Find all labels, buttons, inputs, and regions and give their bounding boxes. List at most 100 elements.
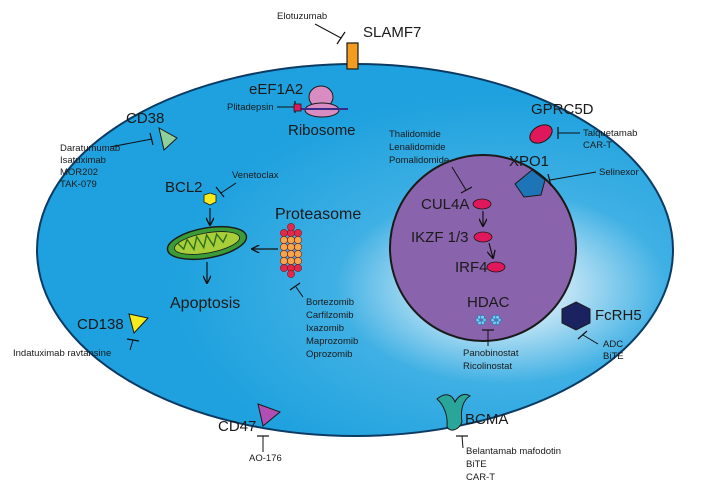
proteasome-subunit <box>287 250 295 258</box>
slamf7-target: SLAMF7 Elotuzumab <box>277 11 421 70</box>
imid-inhibition-line <box>451 166 467 191</box>
bcma-drug-1: Belantamab mafodotin <box>466 446 561 457</box>
proteasome-drug-5: Oprozomib <box>306 349 352 360</box>
hdac-drug-1: Panobinostat <box>463 348 519 359</box>
cd38-receptor <box>158 127 178 151</box>
gprc5d-target: GPRC5D Talquetamab CAR-T <box>529 101 637 151</box>
bcl2-group: BCL2 Venetoclax <box>165 170 279 225</box>
proteasome-drug-1: Bortezomib <box>306 297 354 308</box>
proteasome-inhibition-bar <box>289 282 301 291</box>
hdac-molecule-part <box>480 314 485 320</box>
proteasome-drug-4: Maprozomib <box>306 336 358 347</box>
mitochondrion-inner <box>174 231 240 255</box>
proteasome-cap <box>287 270 295 278</box>
ribosome-label: Ribosome <box>288 122 356 139</box>
proteasome-subunit <box>294 250 302 258</box>
bcl2-protein <box>203 192 217 206</box>
gprc5d-drug-2: CAR-T <box>583 140 612 151</box>
ikzf-label: IKZF 1/3 <box>411 229 469 246</box>
gprc5d-drug-1: Talquetamab <box>583 128 637 139</box>
cul4a-label: CUL4A <box>421 196 469 213</box>
fcrh5-label: FcRH5 <box>595 307 642 324</box>
imid-drug-2: Lenalidomide <box>389 142 446 153</box>
xpo1-drug: Selinexor <box>599 167 639 178</box>
cd38-drug-1: Daratumumab <box>60 143 120 154</box>
fcrh5-inhibition-line <box>582 334 599 345</box>
hdac-drug-2: Ricolinostat <box>463 361 512 372</box>
imid-inhibition-bar <box>460 186 473 194</box>
fcrh5-drug-1: ADC <box>603 339 623 350</box>
proteasome-subunit <box>280 243 288 251</box>
slamf7-receptor <box>346 42 359 70</box>
imid-pathway: Thalidomide Lenalidomide Pomalidomide CU… <box>389 129 506 276</box>
slamf7-inhibition-line <box>314 23 342 39</box>
proteasome-subunit <box>294 257 302 265</box>
xpo1-inhibition-line <box>549 171 597 181</box>
nucleus <box>389 154 577 342</box>
xpo1-target: XPO1 Selinexor <box>509 153 639 198</box>
eef1a2-label: eEF1A2 <box>249 81 303 98</box>
proteasome-subunit <box>294 229 302 237</box>
cd38-inhibition-bar <box>149 132 154 146</box>
fcrh5-inhibition-bar <box>577 330 588 340</box>
cd38-drug-3: MOR202 <box>60 167 98 178</box>
cd138-target: CD138 Indatuximab ravtansine <box>13 313 149 359</box>
cd38-target: CD38 Daratumumab Isatuximab MOR202 TAK-0… <box>60 110 178 190</box>
gprc5d-label: GPRC5D <box>531 101 594 118</box>
cd47-target: CD47 AO-176 <box>218 403 282 464</box>
cd138-label: CD138 <box>77 316 124 333</box>
fcrh5-drug-2: BiTE <box>603 351 624 362</box>
bcl2-label: BCL2 <box>165 179 203 196</box>
proteasome-subunit <box>280 264 288 272</box>
xpo1-inhibition-bar <box>547 173 552 187</box>
fcrh5-receptor <box>561 301 591 331</box>
mitochondrion-cristae <box>177 232 228 252</box>
venetoclax-label: Venetoclax <box>232 170 279 181</box>
bcma-label: BCMA <box>465 411 508 428</box>
proteasome-cap <box>287 223 295 231</box>
slamf7-label: SLAMF7 <box>363 24 421 41</box>
ribosome-group: eEF1A2 Plitadepsin Ribosome <box>227 81 356 139</box>
slamf7-drug: Elotuzumab <box>277 11 327 22</box>
imid-drug-3: Pomalidomide <box>389 155 449 166</box>
proteasome-label: Proteasome <box>275 206 361 223</box>
proteasome-drug-2: Carfilzomib <box>306 310 354 321</box>
proteasome-subunit <box>280 229 288 237</box>
proteasome-subunit <box>294 236 302 244</box>
cd38-drug-4: TAK-079 <box>60 179 97 190</box>
irf4-label: IRF4 <box>455 259 488 276</box>
cd38-label: CD38 <box>126 110 164 127</box>
cd47-receptor <box>257 403 281 427</box>
eef1a2-protein <box>293 103 302 112</box>
xpo1-receptor <box>514 169 546 198</box>
slamf7-inhibition-bar <box>336 31 346 45</box>
plitadepsin-label: Plitadepsin <box>227 102 273 113</box>
venetoclax-inhibition-line <box>220 182 237 194</box>
cul4a-protein <box>472 198 492 210</box>
proteasome-subunit <box>280 236 288 244</box>
hdac-label: HDAC <box>467 294 510 311</box>
gprc5d-receptor <box>529 124 553 144</box>
hdac-group: HDAC Panobinostat Ricolinostat <box>463 294 519 372</box>
cd138-inhibition-bar <box>126 338 140 342</box>
irf4-protein <box>486 261 506 273</box>
bcma-drug-2: BiTE <box>466 459 487 470</box>
hdac-molecule-part <box>495 314 500 320</box>
cd138-inhibition-line <box>129 339 134 351</box>
ikzf-to-irf4-arrow <box>489 242 493 258</box>
cd138-receptor <box>128 313 149 335</box>
venetoclax-inhibition-bar <box>215 186 225 198</box>
proteasome-complex <box>280 223 302 278</box>
proteasome-subunit <box>287 257 295 265</box>
proteasome-inhibition-line <box>295 286 304 298</box>
xpo1-label: XPO1 <box>509 153 549 170</box>
proteasome-subunit <box>280 257 288 265</box>
hdac-complex <box>475 314 502 326</box>
proteasome-subunit <box>294 264 302 272</box>
imid-drug-1: Thalidomide <box>389 129 441 140</box>
bcma-inhibition-line <box>461 435 464 449</box>
ikzf-protein <box>473 231 493 243</box>
proteasome-group: Proteasome Bortezomib Carfilzomib Ixazom… <box>252 206 361 360</box>
bcma-target: BCMA Belantamab mafodotin BiTE CAR-T <box>436 393 561 483</box>
